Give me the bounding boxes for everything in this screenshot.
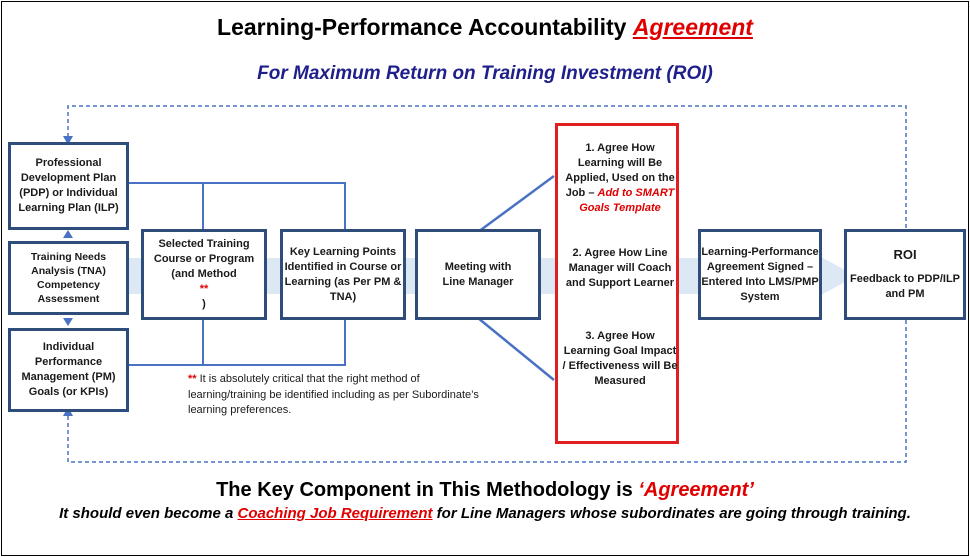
connector-pdp [129,182,346,229]
method-note: ** It is absolutely critical that the ri… [188,373,479,416]
agreement-signed-box: Learning-Performance Agreement Signed – … [698,229,822,320]
agreement-steps-box: 1. Agree How Learning will Be Applied, U… [555,123,679,444]
arrow-up-icon [63,230,73,238]
coaching-requirement-text: It should even become a Coaching Job Req… [59,505,911,522]
key-learning-box: Key Learning Points Identified in Course… [280,229,406,320]
meeting-box: Meeting with Line Manager [415,229,541,320]
diagram-subtitle: For Maximum Return on Training Investmen… [257,63,713,84]
agree-step-1: 1. Agree How Learning will Be Applied, U… [565,142,675,214]
agree-step-3: 3. Agree How Learning Goal Impact / Effe… [562,330,678,387]
feedback-loop-bottom [67,320,907,463]
feedback-loop-top [67,105,907,228]
feedback-arrowhead-top [63,136,73,145]
roi-box: ROI Feedback to PDP/ILP and PM [844,229,966,320]
connector-pm [129,320,346,366]
agree-step-2: 2. Agree How Line Manager will Coach and… [565,247,675,289]
fan-line-1 [477,174,555,234]
fan-line-2 [477,317,555,381]
key-component-heading: The Key Component in This Methodology is… [216,479,754,501]
diagram-title: Learning-Performance Accountability Agre… [217,14,753,40]
pm-box: Individual Performance Management (PM) G… [8,328,129,412]
selected-training-box: Selected Training Course or Program (and… [141,229,267,320]
arrow-down-icon [63,318,73,326]
pdp-box: Professional Development Plan (PDP) or I… [8,142,129,230]
tna-box: Training Needs Analysis (TNA) Competency… [8,241,129,315]
